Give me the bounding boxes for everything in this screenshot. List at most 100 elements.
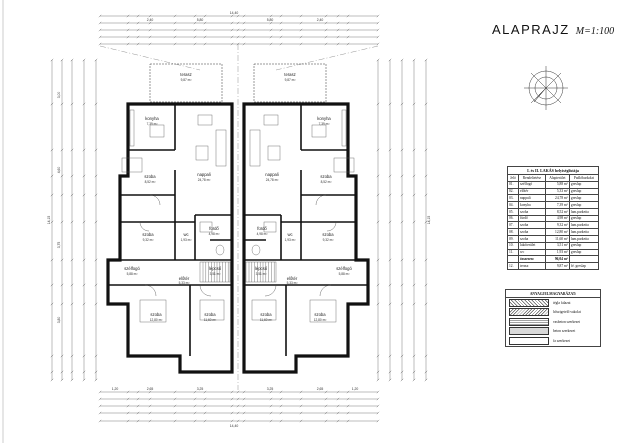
room-area: 12,80 m² bbox=[150, 318, 163, 322]
terraces bbox=[149, 63, 327, 103]
legend-swatch bbox=[509, 298, 549, 307]
table-cell: 10. bbox=[506, 241, 520, 250]
door-swings bbox=[139, 194, 337, 297]
table-cell: greslap bbox=[568, 180, 600, 189]
side-dim-4: 3,80 bbox=[57, 317, 61, 324]
legend-item: tégla falazat bbox=[506, 298, 600, 308]
table-row: összesen:96,04 m² bbox=[506, 255, 600, 264]
room-name: lépcső bbox=[255, 266, 268, 271]
table-cell: greslap bbox=[568, 194, 600, 203]
legend-swatch bbox=[509, 317, 549, 326]
section-lines bbox=[99, 44, 379, 390]
room-name: szoba bbox=[204, 312, 216, 317]
room-name: szoba bbox=[142, 232, 154, 237]
side-dim-3: 3,75 bbox=[57, 242, 61, 249]
exterior-walls bbox=[106, 102, 370, 374]
table-cell bbox=[568, 255, 600, 264]
bottom-dim-4: 3,25 bbox=[267, 387, 274, 391]
room-area: 5,33 m² bbox=[179, 281, 190, 285]
room-area: 3,51 m² bbox=[256, 272, 267, 276]
table-cell: 02. bbox=[506, 187, 520, 196]
room-name: wc bbox=[183, 232, 188, 237]
table-cell: szoba bbox=[518, 221, 546, 230]
table-cell: 1,93 m² bbox=[544, 248, 570, 257]
table-cell: nappali bbox=[518, 194, 546, 203]
table-cell: 24,78 m² bbox=[544, 194, 570, 203]
legend-item: vasbeton szerkezet bbox=[506, 317, 600, 327]
table-cell: 11. bbox=[506, 248, 520, 257]
title-text: ALAPRAJZ bbox=[492, 22, 570, 37]
table-cell: greslap bbox=[568, 214, 600, 223]
room-name: szoba bbox=[260, 312, 272, 317]
table-cell: greslap bbox=[568, 241, 600, 250]
table-cell: szoba bbox=[518, 228, 546, 237]
table-cell: 03. bbox=[506, 194, 520, 203]
table-cell: szoba bbox=[518, 207, 546, 216]
left-overall-dimension: 14,15 bbox=[47, 216, 51, 225]
table-header: Padlóburkolat bbox=[568, 174, 600, 182]
table-cell bbox=[506, 255, 520, 264]
table-cell: 12. bbox=[506, 262, 520, 270]
table-cell: szélfogó bbox=[518, 180, 546, 189]
side-dim-2: 4,60 bbox=[57, 167, 61, 174]
table-cell: 5,33 m² bbox=[544, 187, 570, 196]
table-cell: greslap bbox=[568, 248, 600, 257]
table-cell: 5,88 m² bbox=[544, 180, 570, 189]
room-name: szoba bbox=[322, 232, 334, 237]
table-cell: 7,39 m² bbox=[544, 201, 570, 209]
top-overall-dimension: 14,40 bbox=[230, 11, 239, 15]
table-cell: 08. bbox=[506, 228, 520, 237]
room-name: konyha bbox=[145, 116, 159, 121]
legend-label: vasbeton szerkezet bbox=[553, 319, 581, 324]
table-header-row: Jelö Rendeltetése Alapterület Padlóburko… bbox=[506, 174, 600, 182]
room-name: előtér bbox=[287, 276, 298, 281]
room-area: 7,39 m² bbox=[319, 122, 330, 126]
bottom-dim-1: 1,20 bbox=[112, 387, 119, 391]
legend-swatch bbox=[509, 327, 549, 336]
legend-label: tégla falazat bbox=[553, 300, 571, 305]
table-cell: greslap bbox=[568, 201, 600, 209]
table-cell: előtér bbox=[518, 187, 546, 196]
room-area: 9,87 m² bbox=[181, 78, 192, 82]
bottom-dim-3: 3,25 bbox=[197, 387, 204, 391]
right-dimension-chains bbox=[377, 60, 427, 380]
table-cell: lakóterület bbox=[518, 241, 546, 250]
room-area: 4,98 m² bbox=[209, 232, 220, 236]
room-name: szoba bbox=[150, 312, 162, 317]
top-dim-3: 5,80 bbox=[267, 18, 274, 22]
room-name: terasz bbox=[180, 72, 191, 77]
room-name: lépcső bbox=[209, 266, 222, 271]
room-area: 24,78 m² bbox=[266, 178, 279, 182]
room-area: 7,39 m² bbox=[147, 122, 158, 126]
table-cell: lam.parketta bbox=[568, 207, 600, 216]
room-area: 24,78 m² bbox=[198, 178, 211, 182]
room-area: 5,88 m² bbox=[339, 272, 350, 276]
room-name: szélfogó bbox=[336, 266, 352, 271]
bottom-overall-dimension: 14,40 bbox=[230, 424, 239, 428]
bottom-dimension-chains bbox=[98, 390, 380, 423]
bottom-dim-2: 2,65 bbox=[147, 387, 154, 391]
table-cell: greslap bbox=[568, 187, 600, 196]
legend-item: hőszigetelő vakolat bbox=[506, 308, 600, 318]
bottom-dim-6: 1,20 bbox=[352, 387, 359, 391]
table-cell: 06. bbox=[506, 214, 520, 223]
room-name: fürdő bbox=[209, 226, 219, 231]
room-area: 5,33 m² bbox=[287, 281, 298, 285]
legend-label: fa szerkezet bbox=[553, 338, 571, 343]
table-header: Jelö bbox=[506, 174, 520, 182]
top-dim-4: 2,40 bbox=[317, 18, 324, 22]
room-name: nappali bbox=[265, 172, 279, 177]
room-area: 9,32 m² bbox=[323, 238, 334, 242]
room-labels-left: terasz 9,87 m² konyha 7,39 m² nappali 24… bbox=[124, 72, 222, 322]
room-name: szoba bbox=[144, 174, 156, 179]
table-cell: 3,51 m² bbox=[544, 241, 570, 250]
top-dim-1: 2,40 bbox=[147, 18, 154, 22]
room-name: fürdő bbox=[257, 226, 267, 231]
